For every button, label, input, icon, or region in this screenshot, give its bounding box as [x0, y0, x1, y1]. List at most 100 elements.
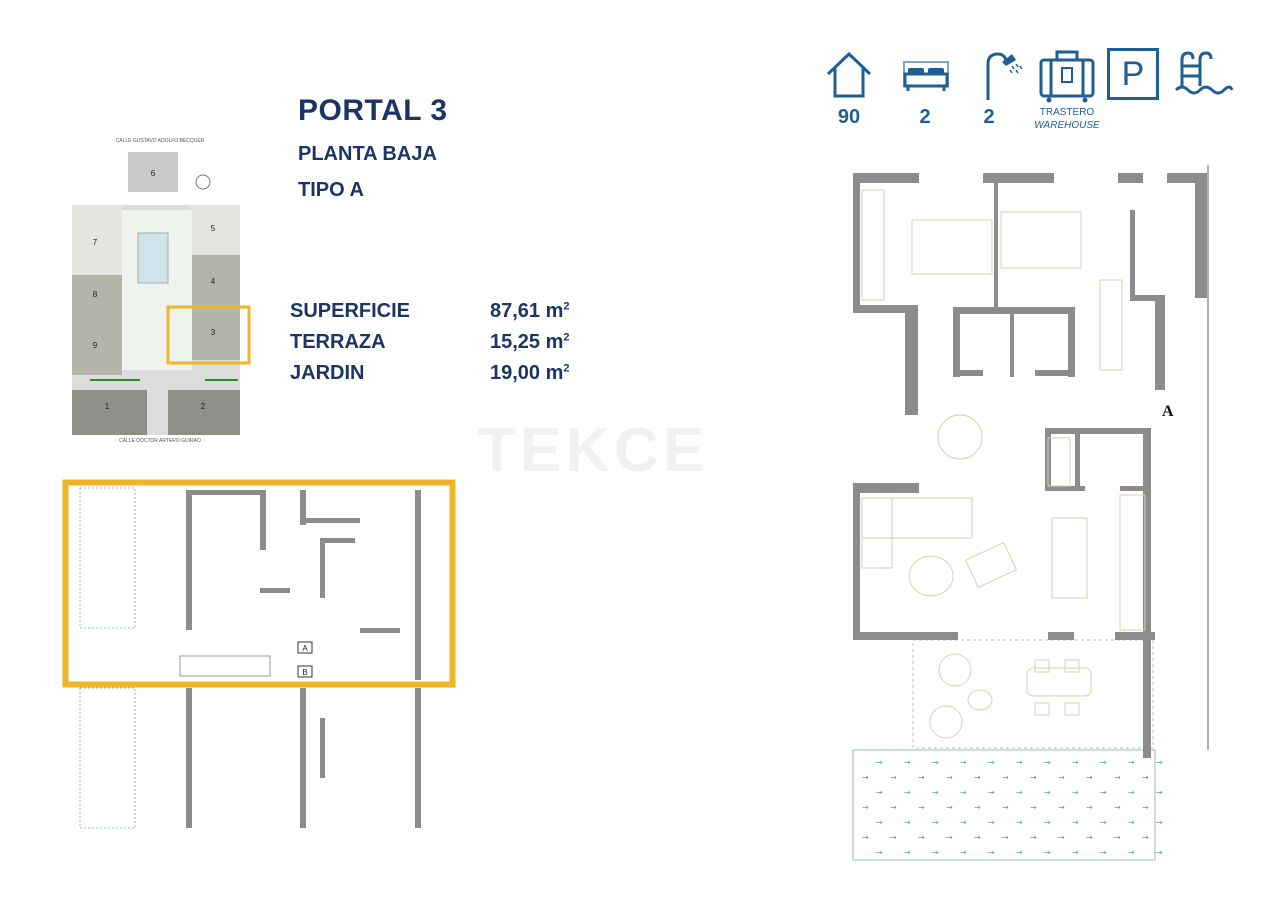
garden-mark: → — [876, 848, 883, 857]
garden-mark: → — [946, 803, 953, 812]
garden-mark: → — [1030, 773, 1037, 782]
garden-mark: → — [1016, 758, 1023, 767]
garden-mark: → — [1128, 788, 1135, 797]
site-plan-highlight — [166, 305, 251, 365]
garden-mark: → — [1016, 788, 1023, 797]
garden-mark: → — [1044, 758, 1051, 767]
garden-mark: → — [1072, 788, 1079, 797]
unit-a-tag — [297, 641, 313, 654]
type-label: TIPO A — [298, 179, 364, 201]
garden-mark: → — [932, 788, 939, 797]
block-3: 3 — [211, 328, 216, 337]
garden-mark: → — [876, 788, 883, 797]
garden-mark: → — [1058, 803, 1065, 812]
garden-mark: → — [1086, 833, 1093, 842]
house-icon — [826, 51, 872, 98]
garden-mark: → — [1002, 773, 1009, 782]
garden-mark: → — [1114, 773, 1121, 782]
garden-mark: → — [960, 818, 967, 827]
garden-mark: → — [1058, 773, 1065, 782]
block-labels: 6 5 7 4 8 3 9 1 2 — [93, 169, 216, 411]
area-label-jardin: JARDIN — [290, 362, 365, 384]
garden-mark: → — [960, 848, 967, 857]
walls — [853, 173, 1207, 758]
bedroom-count: 2 — [919, 106, 931, 128]
pool-ladder-icon — [1174, 51, 1234, 95]
bed-icon — [903, 61, 949, 91]
garden-mark: → — [1030, 833, 1037, 842]
garden-mark: → — [1142, 773, 1149, 782]
garden-mark: → — [988, 788, 995, 797]
garden-mark: → — [932, 848, 939, 857]
garden-mark: → — [1100, 818, 1107, 827]
garden-mark: → — [1002, 803, 1009, 812]
garden-mark: → — [1100, 848, 1107, 857]
bathroom-count: 2 — [983, 106, 995, 128]
garden-mark: → — [1002, 833, 1009, 842]
block-1: 1 — [105, 402, 110, 411]
area-value-superficie: 87,61 m2 — [490, 300, 570, 322]
garden-mark: → — [862, 773, 869, 782]
garden-mark: → — [862, 803, 869, 812]
parking-icon: P — [1107, 48, 1159, 100]
garden-mark: → — [988, 818, 995, 827]
garden-mark: → — [988, 758, 995, 767]
garden-mark: → — [974, 773, 981, 782]
garden-mark: → — [1058, 833, 1065, 842]
garden-mark: → — [1072, 848, 1079, 857]
shower-icon — [986, 52, 1023, 100]
garden-mark: → — [862, 833, 869, 842]
garden-mark: → — [1072, 818, 1079, 827]
garden-mark: → — [988, 848, 995, 857]
street-bottom-label: CALLE DOCTOR ARTERO GUIRAO — [119, 438, 201, 444]
garden-mark: → — [904, 758, 911, 767]
portal-title: PORTAL 3 — [298, 94, 448, 127]
garden-mark: → — [932, 758, 939, 767]
garden-mark: → — [904, 848, 911, 857]
garden-mark: → — [1128, 818, 1135, 827]
garden-mark: → — [1016, 848, 1023, 857]
unit-a-marker: A — [1162, 403, 1174, 420]
area-count: 90 — [837, 106, 861, 128]
garden-mark: → — [1044, 788, 1051, 797]
suitcase-icon — [1039, 50, 1095, 103]
garden-mark: → — [904, 818, 911, 827]
garden-mark: → — [918, 833, 925, 842]
unit-highlight-frame — [62, 479, 456, 688]
garden-mark: → — [890, 833, 897, 842]
garden-mark: → — [1030, 803, 1037, 812]
garden-mark: → — [974, 803, 981, 812]
garden-mark: → — [1044, 848, 1051, 857]
unit-b-tag — [297, 665, 313, 678]
garden-mark: → — [1142, 833, 1149, 842]
garden-mark: → — [1086, 773, 1093, 782]
garden-mark: → — [1072, 758, 1079, 767]
building-floor-plan: A B — [62, 479, 456, 829]
garden-mark: → — [1128, 848, 1135, 857]
garden-mark: → — [1142, 803, 1149, 812]
garden-mark: → — [918, 803, 925, 812]
garden-mark: → — [974, 833, 981, 842]
garden-mark: → — [876, 758, 883, 767]
garden-mark: → — [946, 833, 953, 842]
garden-mark: → — [1156, 758, 1163, 767]
garden-mark: → — [918, 773, 925, 782]
street-top-label: CALLE GUSTAVO ADOLFO BÉCQUER — [116, 137, 205, 144]
garden-mark: → — [1016, 818, 1023, 827]
garden-mark: → — [1086, 803, 1093, 812]
garden-mark: → — [1114, 803, 1121, 812]
unit-b-label: B — [302, 668, 307, 677]
watermark-logo: TEKCE — [478, 416, 709, 485]
block-9: 9 — [93, 341, 98, 350]
area-label-superficie: SUPERFICIE — [290, 300, 411, 322]
area-value-terraza: 15,25 m2 — [490, 331, 570, 353]
block-5: 5 — [211, 224, 216, 233]
garden-mark: → — [904, 788, 911, 797]
unit-a-label: A — [302, 644, 308, 653]
garden-mark: → — [1114, 833, 1121, 842]
area-value-jardin: 19,00 m2 — [490, 362, 570, 384]
garden-mark: → — [1044, 818, 1051, 827]
floor-label: PLANTA BAJA — [298, 143, 437, 165]
